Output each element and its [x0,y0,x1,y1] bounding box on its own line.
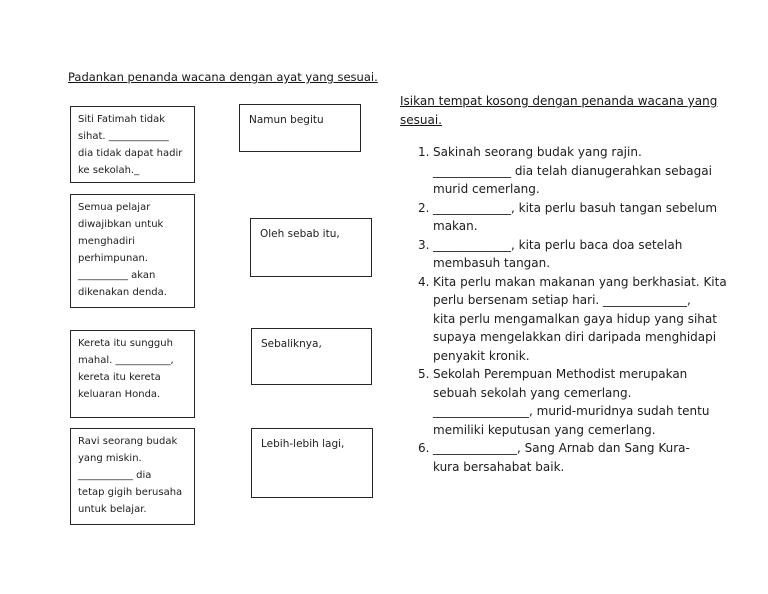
fill-item-text: Sakinah seorang budak yang rajin. ______… [433,145,712,196]
fill-item-number: 4. [418,274,430,289]
sentence-box-4: Ravi seorang budak yang miskin. ________… [70,428,195,525]
fill-item-number: 6. [418,441,430,455]
fill-in-section-title-text: Isikan tempat kosong dengan penanda waca… [400,94,718,127]
fill-item-4: 4. Kita perlu makan makanan yang berkhas… [400,273,745,366]
fill-in-section-title: Isikan tempat kosong dengan penanda waca… [400,92,745,130]
connector-box-lebih-lebih-lagi: Lebih-lebih lagi, [251,428,373,498]
matching-section-title: Padankan penanda wacana dengan ayat yang… [68,70,378,84]
fill-item-6: 6. ______________, Sang Arnab dan Sang K… [400,439,745,476]
fill-item-text: _____________, kita perlu basuh tangan s… [433,200,718,234]
fill-item-1: 1. Sakinah seorang budak yang rajin. ___… [400,143,745,199]
sentence-box-3: Kereta itu sungguh mahal. ___________, k… [70,330,195,418]
fill-item-number: 3. [418,237,430,252]
sentence-box-2: Semua pelajar diwajibkan untuk menghadir… [70,194,195,308]
fill-in-list: 1. Sakinah seorang budak yang rajin. ___… [400,143,745,476]
fill-item-number: 5. [418,367,430,381]
connector-box-oleh-sebab-itu: Oleh sebab itu, [250,218,372,277]
fill-item-text: Sekolah Perempuan Methodist merupakan se… [433,367,710,437]
fill-item-text: Kita perlu makan makanan yang berkhasiat… [433,274,727,363]
fill-in-section: Isikan tempat kosong dengan penanda waca… [400,92,745,476]
connector-box-sebaliknya: Sebaliknya, [251,328,372,385]
fill-item-text: ______________, Sang Arnab dan Sang Kura… [433,441,690,474]
fill-item-3: 3. _____________, kita perlu baca doa se… [400,236,745,273]
fill-item-number: 1. [418,145,430,159]
fill-item-text: _____________, kita perlu baca doa setel… [433,237,683,271]
connector-box-namun-begitu: Namun begitu [239,104,361,152]
fill-item-number: 2. [418,200,430,215]
fill-item-5: 5. Sekolah Perempuan Methodist merupakan… [400,365,745,439]
sentence-box-1: Siti Fatimah tidak sihat. ____________ d… [70,106,195,183]
fill-item-2: 2. _____________, kita perlu basuh tanga… [400,199,745,236]
